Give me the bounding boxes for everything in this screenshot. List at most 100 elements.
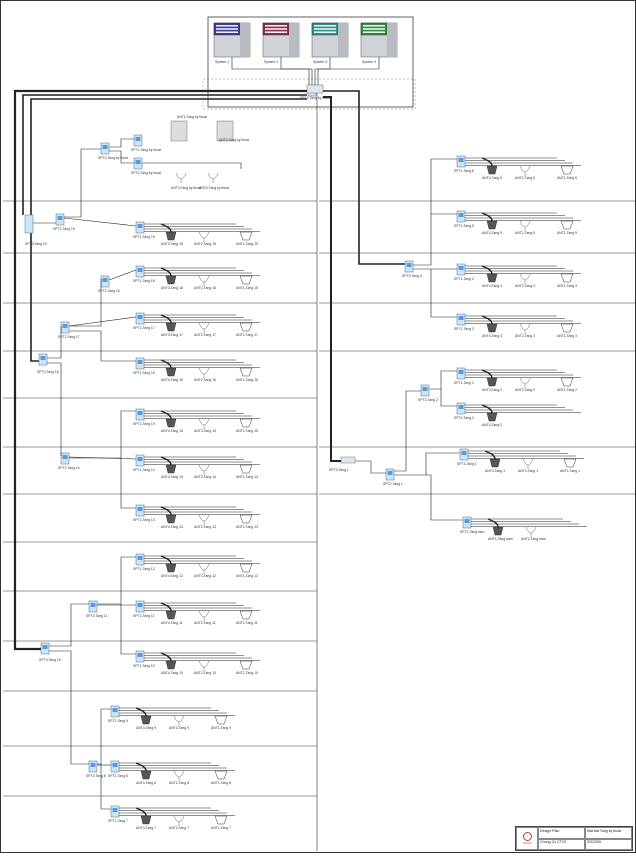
splitter-label: SPT1-Tang 11 [133, 614, 155, 618]
splitter-label: SPT1-Tang 16 [133, 371, 155, 375]
antenna-icon [198, 322, 210, 330]
system-label: System 3 [313, 60, 327, 64]
trunk-cables [13, 89, 405, 651]
splitter-label: SPT1-Tang 3 [454, 327, 474, 331]
antenna-icon [165, 464, 177, 474]
antenna-label: ANT4-Tang 8 [136, 781, 156, 785]
feeder-cable [49, 603, 89, 647]
system-label: System 1 [215, 60, 229, 64]
splitter-icon: SPT1-Tang 11 [133, 600, 155, 618]
antenna-label: ANT2-Tang 1 [518, 469, 538, 473]
antenna-label: ANT4-Tang 14 [161, 475, 183, 479]
thick-cable [481, 157, 493, 167]
thick-cable [487, 518, 499, 528]
system-feed [317, 57, 380, 85]
antenna-label: ANT2-Tang 4 [515, 284, 535, 288]
antenna-label: ANT2-Tang 5 [515, 231, 535, 235]
feeder-cable [394, 390, 421, 472]
antenna-label: ANT4-Tang 3 [482, 334, 502, 338]
splitter-face [137, 556, 143, 560]
splitter-icon: SPT2-Tang 2 [454, 402, 474, 420]
splitter-label: SPT1-Tang 2 [454, 381, 474, 385]
antenna-icon [492, 526, 504, 536]
splitter-face [458, 266, 464, 270]
system-panel-line [216, 25, 238, 27]
antenna-label: ANT1-Tang 2 [557, 388, 577, 392]
antenna-label: ANT2-Tang 11 [194, 621, 216, 625]
antenna-label: ANT4-Tang 12 [161, 574, 183, 578]
antenna-icon [140, 715, 152, 725]
splitter-face [135, 137, 141, 141]
thick-cable [160, 314, 172, 324]
splitter-icon: SPT2-Tang 2 [418, 384, 438, 402]
splitter-face [135, 160, 141, 164]
antenna-label: ANT4-Tang 11 [161, 621, 183, 625]
feeder-cable [120, 458, 136, 509]
splitter-label: SPT1-Tang 19 [133, 235, 155, 239]
feeder-cable [63, 217, 137, 227]
splitter-face [137, 360, 143, 364]
splitter-label: SPT2-Tang 14 [58, 466, 80, 470]
logo-text: HCOM [523, 841, 531, 845]
splitter-label: SPT2-Tang 2 [454, 416, 474, 420]
splitter-label: SPT2-Tang 8 [86, 774, 106, 778]
antenna-label: ANT1-Tang 5 [557, 231, 577, 235]
splitter-icon: SPT1-Tang 15 [133, 408, 155, 426]
antenna-icon [214, 815, 228, 825]
antenna-icon [165, 275, 177, 285]
antenna-label: ANT4-Tang 16 [161, 378, 183, 382]
splitter-face [458, 213, 464, 217]
splitter-icon: SPT2-Tang 19 [53, 213, 75, 231]
feeder-cable [426, 474, 463, 521]
splitter-face [461, 451, 467, 455]
splitter-face [137, 268, 143, 272]
splitter-face [137, 507, 143, 511]
antenna-label: ANT1-Tang 11 [236, 621, 258, 625]
splitter-face [40, 356, 46, 360]
splitter-label: SPT1-Tang 14 [133, 468, 155, 472]
antenna-icon [198, 464, 210, 472]
antenna-label: ANT2-Tang 13 [194, 525, 216, 529]
antenna-label: ANT3-Tang 2 [482, 388, 502, 392]
antenna-icon [519, 220, 531, 228]
splitter-label: SPT1-Tang 4 [454, 277, 474, 281]
system-panel-line [265, 28, 287, 30]
splitter-icon: SPT1-Tang 6 [454, 155, 474, 173]
antenna-label: ANT2-Tang ham [521, 537, 546, 541]
feeder-cable [69, 279, 102, 327]
thick-cable [160, 555, 172, 565]
splitter-face [112, 708, 118, 712]
splitter-face [137, 411, 143, 415]
feeder-cable [413, 158, 457, 266]
title-block: HCOM Design Plan Mat bat Tang ky thuat C… [515, 826, 633, 851]
thick-cable [160, 602, 172, 612]
feeder-cable [97, 708, 111, 765]
splitter-label: SPT1-Tang 6 [454, 169, 474, 173]
splitter-label: SPT3-Tang 4 [402, 274, 422, 278]
antenna-icon [486, 323, 498, 333]
splitter-face [406, 263, 412, 267]
project-name: Chung Cu CT03 [538, 838, 585, 850]
splitter-face [422, 387, 428, 391]
antenna-icon [198, 418, 210, 426]
splitter-face [137, 603, 143, 607]
feeder-cable [49, 650, 89, 765]
antenna-label: ANT4-Tang 7 [136, 826, 156, 830]
date-value: 3/3/2009 [585, 838, 632, 850]
antenna-icon [519, 273, 531, 281]
antenna-icon [519, 323, 531, 331]
antenna-label: ANT1-Tang 10 [236, 671, 258, 675]
antenna-icon [519, 165, 531, 173]
splitter-icon: SPT1-Tang 2 [454, 367, 474, 385]
splitter-label: SPT1-Tang 7 [108, 819, 128, 823]
splitter-icon: SPT1-Tang 19 [133, 221, 155, 239]
antenna-label: ANT3-Tang ky thuat [171, 186, 201, 190]
system-unit: System 1 [213, 22, 310, 85]
splitter-face [458, 158, 464, 162]
hub-low-body [340, 456, 356, 464]
